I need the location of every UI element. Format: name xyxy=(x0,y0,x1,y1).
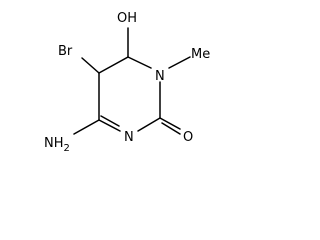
molecule-canvas: OH Br N Me NH2 N O xyxy=(0,0,227,167)
molecular-structure: OH Br N Me NH2 N O xyxy=(44,11,210,154)
bond-c2-o xyxy=(159,117,181,130)
bromine-label: Br xyxy=(58,44,73,59)
bond-n1-me xyxy=(168,56,191,69)
hydroxyl-label: OH xyxy=(117,11,137,26)
ring-nitrogen-methyl-label: N xyxy=(155,69,165,84)
bond-c2-n3 xyxy=(137,117,161,132)
bond-c5-c6 xyxy=(98,56,129,74)
amine-main-text: NH xyxy=(44,136,64,151)
bond-c4-nh2 xyxy=(73,119,100,135)
methyl-label: Me xyxy=(191,47,210,62)
carbonyl-oxygen-label: O xyxy=(183,130,193,145)
bond-n3-c4-double xyxy=(100,115,120,127)
amine-label: NH2 xyxy=(44,136,70,154)
bond-c5-br xyxy=(81,57,100,74)
bond-c6-n1 xyxy=(127,56,152,69)
bond-n3-c4 xyxy=(98,119,121,132)
bond-c2-o-double xyxy=(161,122,181,135)
amine-subscript: 2 xyxy=(64,143,70,154)
ring-nitrogen-imine-label: N xyxy=(124,130,134,145)
